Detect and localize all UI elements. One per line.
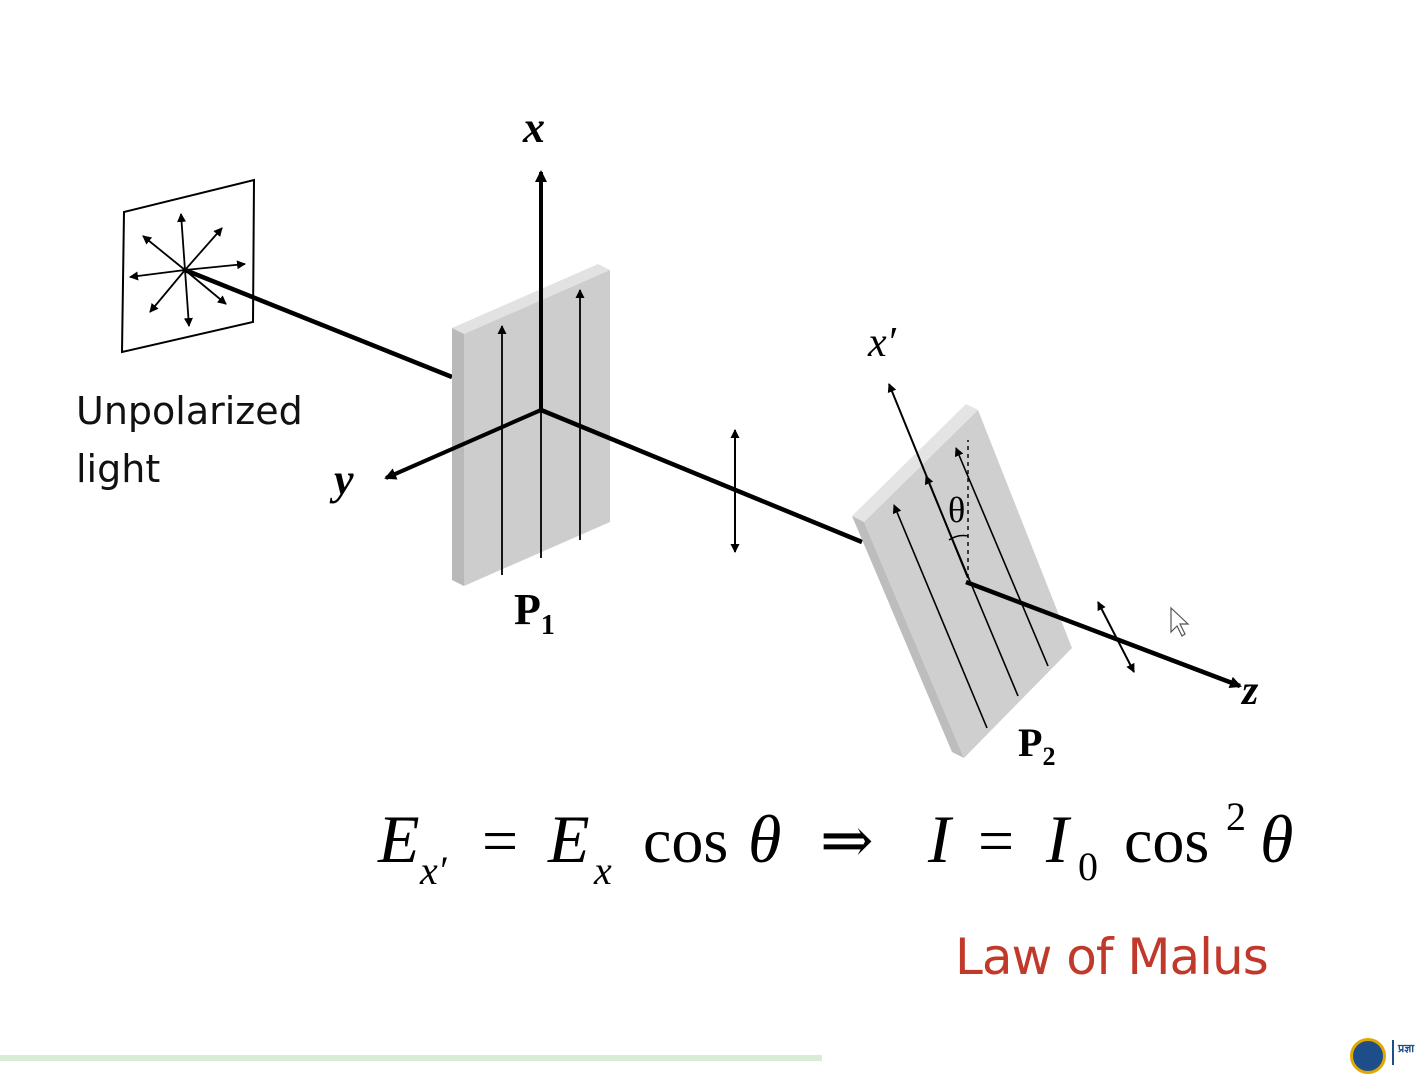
svg-text:x′: x′ <box>419 848 448 893</box>
svg-text:θ: θ <box>1260 801 1293 877</box>
slide-title: Law of Malus <box>955 928 1269 986</box>
logo-divider <box>1392 1040 1394 1065</box>
svg-text:E: E <box>377 801 420 877</box>
polarizer-label-p2: P2 <box>1018 720 1055 771</box>
coordinate-axes <box>384 170 547 480</box>
axis-label-z: z <box>1240 668 1259 714</box>
beam-segment-1 <box>184 267 453 380</box>
svg-text:2: 2 <box>1226 794 1246 839</box>
video-progress-bar[interactable] <box>0 1055 822 1061</box>
svg-text:E: E <box>547 801 590 877</box>
polarizer-p1 <box>452 264 610 586</box>
logo-icon <box>1350 1038 1386 1074</box>
svg-text:=: = <box>482 805 518 876</box>
axis-label-y: y <box>329 455 354 504</box>
unpolarized-light-label: Unpolarized light <box>76 382 303 498</box>
beam-segment-2 <box>540 407 863 545</box>
malus-equation: E x′ = E x cos θ ⇒ I = I 0 cos 2 θ <box>377 794 1293 893</box>
svg-text:I: I <box>1045 801 1072 877</box>
angle-label-theta: θ <box>948 490 965 530</box>
unpolarized-source <box>120 178 256 354</box>
svg-text:=: = <box>978 805 1014 876</box>
axis-label-x-prime: x′ <box>867 320 897 366</box>
polarization-arrow-tilted <box>1097 601 1135 673</box>
svg-text:θ: θ <box>748 801 781 877</box>
svg-text:0: 0 <box>1078 844 1098 889</box>
svg-text:⇒: ⇒ <box>820 805 874 876</box>
svg-text:cos: cos <box>643 805 728 876</box>
mouse-cursor-icon <box>1170 606 1190 637</box>
source-label-line1: Unpolarized <box>76 389 303 433</box>
svg-text:I: I <box>927 801 954 877</box>
source-label-line2: light <box>76 447 161 491</box>
svg-text:cos: cos <box>1124 805 1209 876</box>
x-prime-axis <box>887 383 969 579</box>
logo-text: प्रज्ञा <box>1398 1043 1415 1055</box>
polarizer-p2 <box>852 404 1072 758</box>
axis-label-x: x <box>522 103 545 152</box>
polarizer-label-p1: P1 <box>514 585 555 641</box>
svg-text:x: x <box>593 848 612 893</box>
